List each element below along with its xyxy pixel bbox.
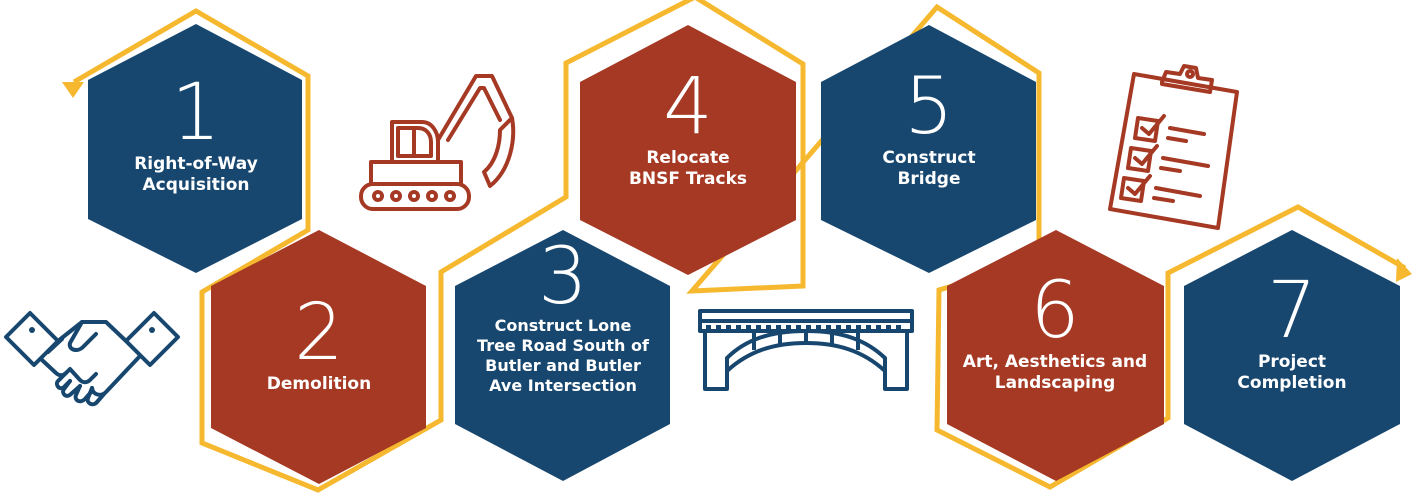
timeline-start-arrow xyxy=(62,82,84,98)
step-2-hexagon xyxy=(211,230,426,484)
handshake-icon xyxy=(4,311,180,407)
timeline-end-arrow xyxy=(1396,258,1412,282)
step-3-hexagon xyxy=(455,230,670,481)
timeline-connector xyxy=(72,0,1407,493)
step-4-hexagon xyxy=(580,25,796,275)
step-6-hexagon xyxy=(947,230,1164,481)
bridge-railing xyxy=(706,325,901,329)
bridge-icon xyxy=(698,309,914,391)
step-7-hexagon xyxy=(1184,230,1400,481)
step-1-hexagon xyxy=(88,24,302,273)
step-5-hexagon xyxy=(821,25,1036,273)
clipboard-checklist-icon xyxy=(1108,64,1239,230)
excavator-icon xyxy=(359,74,516,211)
